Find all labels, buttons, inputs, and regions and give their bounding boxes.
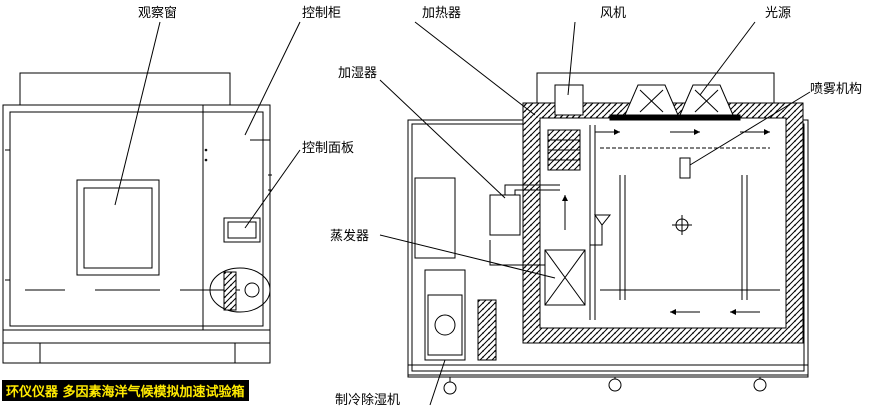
label-heater: 加热器 bbox=[422, 6, 462, 21]
refrigeration-unit bbox=[424, 269, 497, 361]
label-spray-mechanism: 喷雾机构 bbox=[810, 82, 863, 97]
fan-unit bbox=[547, 84, 584, 171]
label-refrigeration-dehumidifier: 制冷除湿机 bbox=[335, 393, 401, 408]
viewing-window bbox=[76, 179, 160, 276]
label-control-cabinet: 控制柜 bbox=[302, 6, 342, 21]
front-view bbox=[2, 72, 272, 364]
label-viewing-window: 观察窗 bbox=[138, 6, 178, 21]
label-fan: 风机 bbox=[600, 6, 627, 21]
light-source-units bbox=[609, 84, 741, 121]
label-humidifier: 加湿器 bbox=[338, 66, 378, 81]
leader-lines bbox=[114, 21, 811, 406]
label-control-panel: 控制面板 bbox=[302, 141, 355, 156]
title-banner: 环仪仪器 多因素海洋气候模拟加速试验箱 bbox=[2, 380, 249, 401]
control-panel bbox=[223, 217, 261, 243]
label-evaporator: 蒸发器 bbox=[330, 229, 370, 244]
label-light-source: 光源 bbox=[765, 6, 792, 21]
side-section-view bbox=[407, 72, 809, 395]
